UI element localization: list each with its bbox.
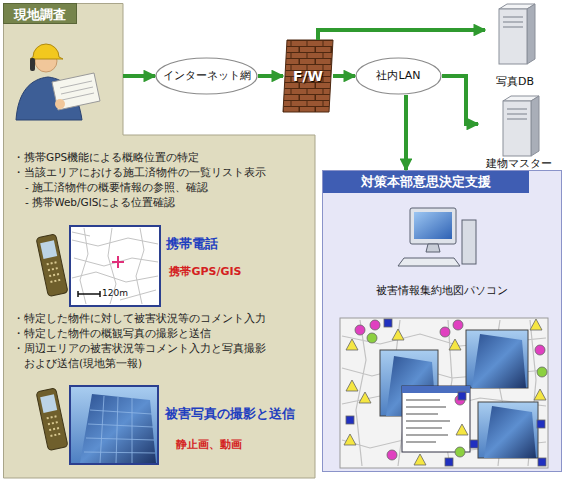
flow-arrow [333, 74, 355, 78]
ellipse-outline [356, 58, 441, 94]
device-heading: 被害写真の撮影と送信 [165, 406, 315, 423]
server-icon [503, 96, 539, 156]
device-heading: 携帯電話 [166, 236, 296, 253]
bullet-text: ・特定した物件に対して被害状況等のコメント入力 [13, 311, 308, 326]
panel-heading: 対策本部意思決定支援 [323, 171, 529, 193]
feature-box: 携帯電話携帯GPS/GIS [167, 262, 245, 283]
bullet-text: ・当該エリアにおける施工済物件の一覧リスト表示 [13, 165, 308, 180]
device-caption: 被害情報集約地図パソコン [323, 284, 561, 298]
sub-bullet-text: - 携帯Web/GISによる位置確認 [25, 195, 308, 210]
ellipse-outline [156, 58, 257, 94]
panel-heading: 現地調査 [3, 3, 77, 24]
database-server: 写真DB [485, 3, 545, 95]
network-name: 社内LAN [355, 57, 442, 95]
flow-arrow [258, 74, 283, 78]
bullet-text: ・携帯GPS機能による概略位置の特定 [13, 150, 308, 165]
feature-text: 静止画、動画 [173, 435, 244, 454]
server-icon [499, 9, 527, 64]
server-icon [503, 17, 523, 27]
hq-panel: 対策本部意思決定支援被害情報集約地図パソコン [322, 170, 562, 472]
server-icon [503, 101, 531, 156]
scale-label: 120m [102, 288, 128, 298]
flow-arrow [318, 30, 485, 40]
server-name: 写真DB [485, 75, 545, 89]
server-icon [527, 4, 535, 64]
network-ellipse: 社内LAN [355, 57, 442, 95]
network-name: インターネット網 [155, 57, 258, 95]
server-name: 建物マスター [478, 157, 560, 171]
firewall-name: F/W [283, 40, 333, 112]
database-server: 建物マスター [478, 95, 560, 173]
wall-outline [283, 40, 333, 112]
firewall-wall: F/W [283, 40, 333, 112]
flow-arrow [123, 74, 155, 78]
network-ellipse: インターネット網 [155, 57, 258, 95]
server-icon [507, 109, 527, 119]
server-icon [499, 4, 535, 64]
flow-arrow [442, 76, 478, 124]
feature-box: 被害写真の撮影と送信静止画、動画 [172, 434, 246, 456]
sub-bullet-text: - 施工済物件の概要情報の参照、確認 [25, 180, 308, 195]
bullet-text: ・特定した物件の概観写真の撮影と送信 [13, 326, 308, 341]
feature-text: 携帯GPS/GIS [168, 263, 243, 281]
server-icon [531, 96, 539, 156]
panel-outline [4, 4, 316, 479]
bullet-text: ・周辺エリアの被害状況等コメント入力と写真撮影 および送信(現地第一報) [13, 341, 308, 371]
flow-arrow [404, 95, 408, 170]
